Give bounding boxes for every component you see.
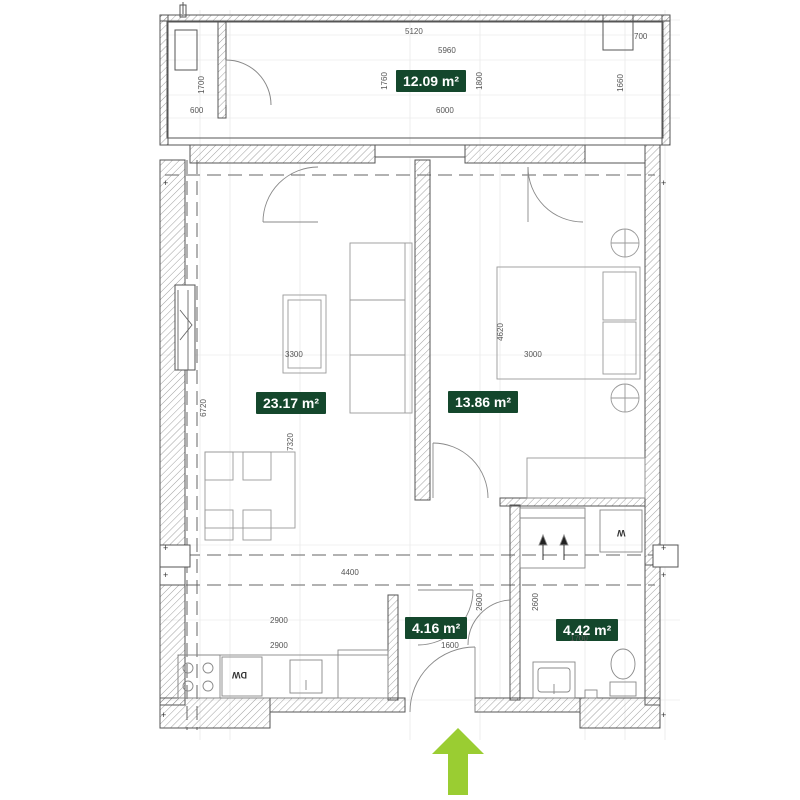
washer-label: W [617, 528, 626, 538]
svg-text:+: + [161, 710, 166, 720]
kitchen [177, 649, 389, 699]
svg-text:+: + [163, 543, 168, 553]
dimension-label: 6000 [436, 106, 454, 115]
dimension-label: 4400 [341, 568, 359, 577]
dishwasher-label: DW [232, 670, 247, 680]
dimension-label: 5120 [405, 27, 423, 36]
bathroom-fixtures [532, 648, 637, 699]
svg-text:+: + [661, 178, 666, 188]
dimension-label: 1600 [441, 641, 459, 650]
dimension-label: 4620 [495, 323, 505, 341]
svg-text:+: + [661, 570, 666, 580]
dimension-label: 7320 [285, 433, 295, 451]
dimension-label: 1660 [615, 74, 625, 92]
balcony-area-label: 12.09 m² [396, 70, 467, 92]
walls [159, 144, 679, 729]
beam-lines [165, 160, 655, 730]
living-room-area-label: 23.17 m² [256, 392, 327, 414]
dimension-label: 6720 [198, 399, 208, 417]
living-furniture [177, 242, 413, 541]
entrance-arrow-icon [432, 728, 484, 795]
dimension-label: 2600 [530, 593, 540, 611]
svg-text:+: + [661, 710, 666, 720]
dimension-label: 2900 [270, 641, 288, 650]
svg-text:+: + [163, 178, 168, 188]
dimension-label: 5960 [438, 46, 456, 55]
svg-text:+: + [661, 543, 666, 553]
dimension-label: 700 [634, 32, 648, 41]
dimension-label: 1700 [196, 76, 206, 94]
hall-area-label: 4.16 m² [405, 617, 468, 639]
dimension-label: 3300 [285, 350, 303, 359]
bathroom-area-label: 4.42 m² [556, 619, 619, 641]
dimension-label: 600 [190, 106, 204, 115]
svg-text:+: + [163, 570, 168, 580]
dimension-label: 1800 [474, 72, 484, 90]
dimension-label: 2600 [474, 593, 484, 611]
dimension-label: 1760 [379, 72, 389, 90]
dimension-label: 1700 [570, 634, 588, 643]
dimension-ticks: + + + + + + + + [161, 178, 666, 720]
bedroom-area-label: 13.86 m² [448, 391, 519, 413]
shower [519, 507, 643, 569]
bedroom-furniture [496, 228, 646, 499]
dimension-label: 2900 [270, 616, 288, 625]
dimension-label: 3000 [524, 350, 542, 359]
